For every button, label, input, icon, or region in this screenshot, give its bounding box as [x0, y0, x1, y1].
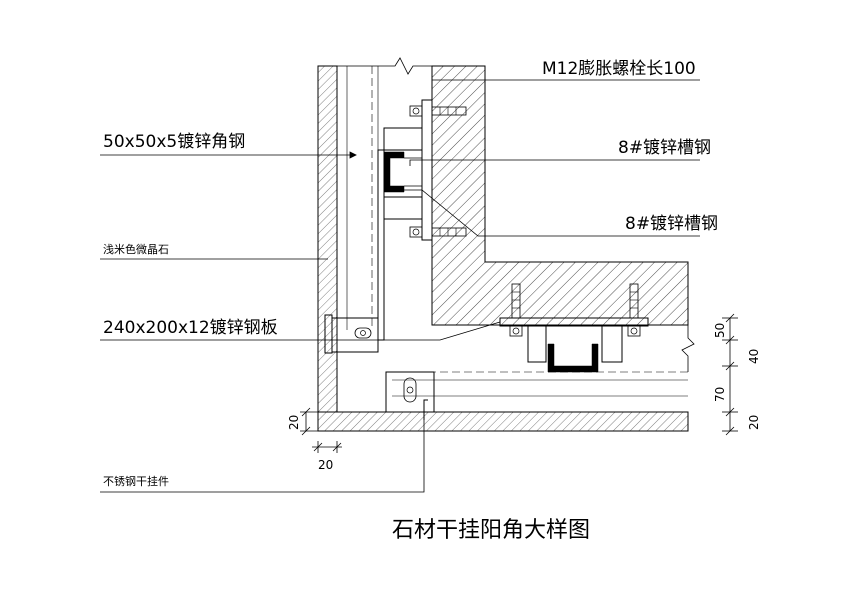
bracket-plate-left: [527, 325, 547, 363]
channel-8-vertical: [383, 151, 405, 193]
bracket-plate-bottom: [383, 196, 423, 220]
hanger-plate: [385, 371, 435, 413]
label-hanger: 不锈钢干挂件: [103, 474, 169, 488]
anchor-bolt-lower: [409, 226, 467, 238]
plate-connector: [331, 317, 379, 353]
plate-bolt: [360, 330, 366, 336]
channel-bracket-vertical: [421, 99, 433, 241]
dimension-left: [300, 407, 342, 453]
label-angle-steel: 50x50x5镀锌角钢: [103, 132, 245, 152]
label-stone: 浅米色微晶石: [103, 242, 169, 256]
plate-slot: [354, 327, 372, 339]
label-expansion-bolt: M12膨胀螺栓长100: [542, 59, 696, 79]
stone-panel-bottom: [317, 411, 689, 432]
top-break-line: [337, 57, 432, 75]
dimension-right: [722, 313, 738, 436]
bracket-plate-right: [601, 325, 623, 363]
anchor-bolt-right-2: [627, 283, 641, 337]
dim-left-20: 20: [287, 415, 301, 430]
channel-8-horizontal: [547, 343, 599, 373]
stone-panel-left: [317, 65, 338, 413]
label-channel-steel-mid: 8#镀锌槽钢: [625, 214, 718, 234]
label-channel-steel-top: 8#镀锌槽钢: [618, 138, 711, 158]
bracket-plate-top: [383, 127, 423, 151]
hanger-bolt: [406, 386, 414, 394]
concrete-wall: [431, 65, 689, 326]
leader-lines: [100, 79, 700, 493]
angle-steel-vertical: [377, 149, 385, 341]
dim-right-20: 20: [747, 415, 761, 430]
anchor-bolt-upper: [409, 105, 467, 117]
dim-bottom-20: 20: [318, 458, 333, 472]
label-steel-plate: 240x200x12镀锌钢板: [103, 318, 278, 338]
wall-break-line: [681, 325, 695, 372]
dim-right-50: 50: [713, 323, 727, 338]
anchor-bolt-right-1: [509, 283, 523, 337]
hanger-slot: [403, 377, 417, 403]
dim-right-70: 70: [713, 387, 727, 402]
dim-right-40: 40: [747, 349, 761, 364]
drawing-title: 石材干挂阳角大样图: [392, 518, 590, 543]
